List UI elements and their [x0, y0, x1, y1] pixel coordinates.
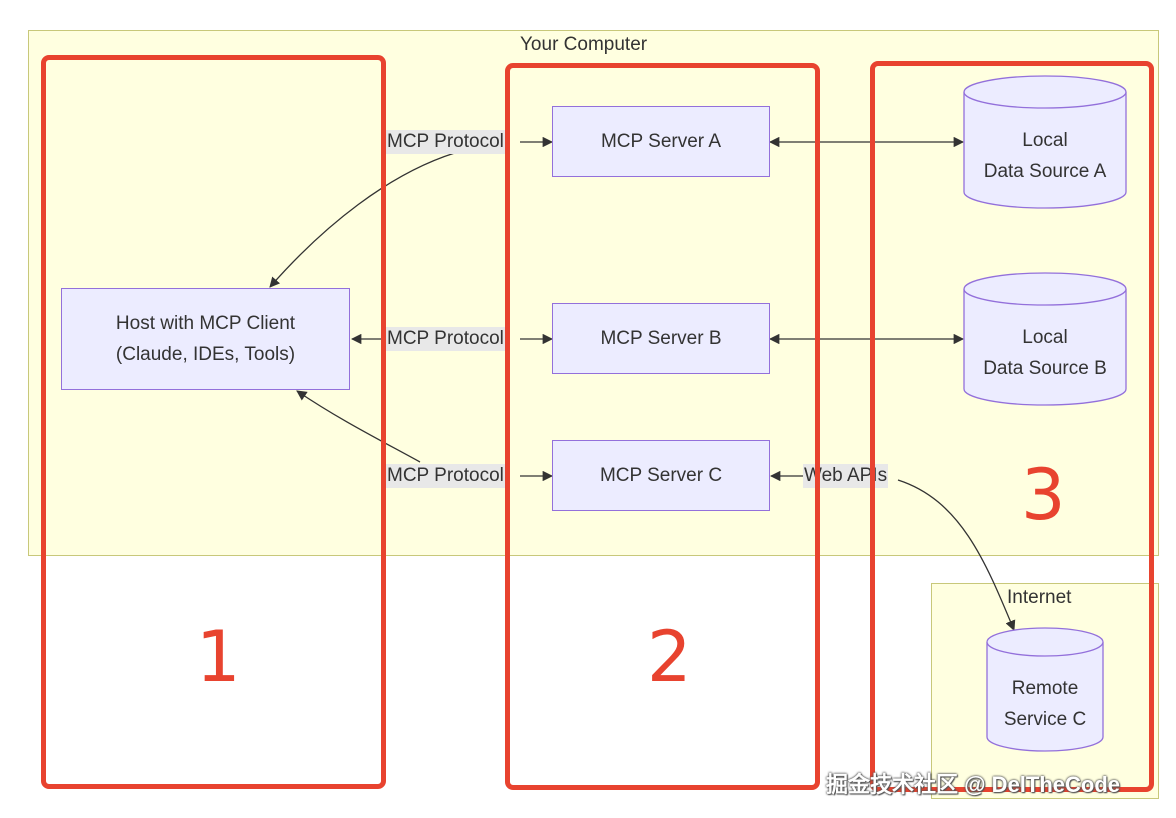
local-b-line-2: Data Source B [983, 358, 1107, 379]
cylinder-remote-c-label: Remote Service C [987, 673, 1103, 735]
cylinder-local-b [963, 272, 1127, 406]
cluster-label-your-computer: Your Computer [520, 34, 648, 55]
node-server-b-label: MCP Server B [600, 328, 722, 349]
annotation-number-2: 2 [647, 616, 692, 698]
cylinder-local-a [963, 75, 1127, 209]
node-host-line-2: (Claude, IDEs, Tools) [115, 344, 296, 365]
node-server-c-label: MCP Server C [599, 465, 723, 486]
cylinder-local-a-label: Local Data Source A [964, 125, 1126, 187]
edge-label-protocol-c: MCP Protocol [386, 464, 505, 488]
node-mcp-server-c: MCP Server C [552, 440, 770, 511]
node-mcp-server-b: MCP Server B [552, 303, 770, 374]
node-host-with-mcp-client: Host with MCP Client (Claude, IDEs, Tool… [61, 288, 350, 390]
annotation-box-3 [870, 61, 1154, 792]
cylinder-local-b-label: Local Data Source B [964, 322, 1126, 384]
remote-c-line-2: Service C [1003, 709, 1087, 730]
annotation-number-3: 3 [1021, 454, 1066, 536]
cluster-internet [931, 583, 1159, 799]
node-host-line-1: Host with MCP Client [115, 313, 296, 334]
local-a-line-1: Local [1022, 130, 1068, 151]
local-b-line-1: Local [1022, 327, 1068, 348]
annotation-number-1: 1 [196, 616, 241, 698]
node-mcp-server-a: MCP Server A [552, 106, 770, 177]
remote-c-line-1: Remote [1011, 678, 1079, 699]
edge-web-apis-right [897, 479, 1016, 631]
edge-protocol-c-in [296, 390, 421, 463]
edge-protocol-a-in [269, 149, 466, 288]
annotation-box-2 [505, 63, 820, 790]
cylinder-remote-c [986, 627, 1104, 752]
edge-label-protocol-b: MCP Protocol [386, 327, 505, 351]
watermark: 掘金技术社区 @ DelTheCode [826, 772, 1121, 797]
cluster-label-internet: Internet [1007, 587, 1072, 608]
edge-label-protocol-a: MCP Protocol [386, 130, 505, 154]
annotation-box-1 [41, 55, 386, 789]
node-server-a-label: MCP Server A [600, 131, 722, 152]
local-a-line-2: Data Source A [983, 161, 1107, 182]
